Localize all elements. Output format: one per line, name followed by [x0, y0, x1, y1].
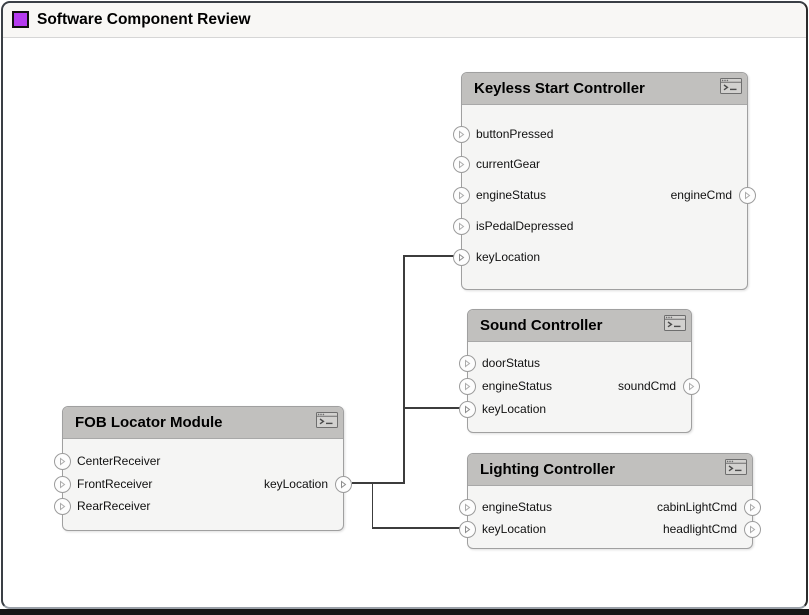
port-arrow-icon: [459, 222, 465, 230]
output-port-cabinLightCmd[interactable]: [744, 498, 761, 516]
component-title: Keyless Start Controller: [474, 80, 645, 97]
component-title: Lighting Controller: [480, 461, 615, 478]
diagram-title-bar: Software Component Review: [3, 3, 806, 38]
component-block-sound-controller[interactable]: Sound Controller doorStatus engineStatus…: [459, 309, 700, 433]
port-arrow-icon: [465, 405, 471, 413]
port-label: doorStatus: [482, 356, 541, 370]
input-port-engineStatus[interactable]: [459, 498, 476, 516]
port-label: engineStatus: [482, 500, 553, 514]
input-port-RearReceiver[interactable]: [54, 497, 71, 515]
input-port-keyLocation[interactable]: [453, 248, 470, 266]
window-bottom-edge: [0, 609, 809, 615]
port-arrow-icon: [60, 480, 66, 488]
component-header: Sound Controller: [468, 310, 691, 342]
port-label: soundCmd: [617, 379, 676, 393]
port-arrow-icon: [745, 191, 751, 199]
port-label: currentGear: [476, 157, 541, 171]
terminal-window-icon: [316, 412, 338, 428]
component-title: FOB Locator Module: [75, 414, 223, 431]
port-label: CenterReceiver: [77, 454, 161, 468]
port-label: keyLocation: [263, 477, 328, 491]
input-port-FrontReceiver[interactable]: [54, 475, 71, 493]
component-header: FOB Locator Module: [63, 407, 343, 439]
connection-vertical-bus[interactable]: [403, 255, 405, 484]
output-port-headlightCmd[interactable]: [744, 520, 761, 538]
port-label: FrontReceiver: [77, 477, 153, 491]
input-port-doorStatus[interactable]: [459, 354, 476, 372]
output-port-keyLocation[interactable]: [335, 475, 352, 493]
input-port-currentGear[interactable]: [453, 155, 470, 173]
input-port-engineStatus[interactable]: [453, 186, 470, 204]
component-block-fob-locator-module[interactable]: FOB Locator Module CenterReceiver FrontR…: [54, 406, 352, 531]
port-arrow-icon: [750, 525, 756, 533]
port-label: keyLocation: [482, 522, 547, 536]
output-port-engineCmd[interactable]: [739, 186, 756, 204]
component-block-keyless-start-controller[interactable]: Keyless Start Controller buttonPressed c…: [453, 72, 756, 290]
connection-to-sound-controller[interactable]: [404, 407, 460, 409]
terminal-window-icon: [720, 78, 742, 94]
port-arrow-icon: [465, 382, 471, 390]
port-label: engineCmd: [670, 188, 732, 202]
input-port-keyLocation[interactable]: [459, 400, 476, 418]
port-arrow-icon: [459, 130, 465, 138]
port-label: engineStatus: [476, 188, 547, 202]
connection-to-keyless-start[interactable]: [404, 255, 460, 257]
component-badge-icon: [12, 11, 29, 28]
page-title: Software Component Review: [37, 11, 251, 28]
port-arrow-icon: [459, 191, 465, 199]
port-arrow-icon: [459, 253, 465, 261]
port-label: isPedalDepressed: [476, 219, 574, 233]
port-arrow-icon: [465, 359, 471, 367]
port-label: buttonPressed: [476, 127, 554, 141]
component-block-lighting-controller[interactable]: Lighting Controller engineStatus keyLoca…: [459, 453, 761, 549]
port-label: keyLocation: [482, 402, 547, 416]
port-arrow-icon: [465, 503, 471, 511]
port-label: cabinLightCmd: [656, 500, 737, 514]
component-header: Lighting Controller: [468, 454, 752, 486]
port-arrow-icon: [750, 503, 756, 511]
input-port-buttonPressed[interactable]: [453, 125, 470, 143]
port-arrow-icon: [689, 382, 695, 390]
component-header: Keyless Start Controller: [462, 73, 747, 105]
port-arrow-icon: [60, 502, 66, 510]
port-arrow-icon: [459, 160, 465, 168]
port-label: keyLocation: [476, 250, 541, 264]
connection-branch-down[interactable]: [371, 482, 373, 529]
input-port-keyLocation[interactable]: [459, 520, 476, 538]
terminal-window-icon: [664, 315, 686, 331]
input-port-engineStatus[interactable]: [459, 377, 476, 395]
port-label: engineStatus: [482, 379, 553, 393]
component-title: Sound Controller: [480, 317, 603, 334]
connection-fob-trunk[interactable]: [352, 482, 404, 484]
port-label: RearReceiver: [77, 499, 151, 513]
port-arrow-icon: [60, 457, 66, 465]
port-arrow-icon: [465, 525, 471, 533]
terminal-window-icon: [725, 459, 747, 475]
port-label: headlightCmd: [662, 522, 737, 536]
input-port-CenterReceiver[interactable]: [54, 452, 71, 470]
connection-to-lighting-controller[interactable]: [372, 527, 460, 529]
port-arrow-icon: [341, 480, 347, 488]
output-port-soundCmd[interactable]: [683, 377, 700, 395]
input-port-isPedalDepressed[interactable]: [453, 217, 470, 235]
